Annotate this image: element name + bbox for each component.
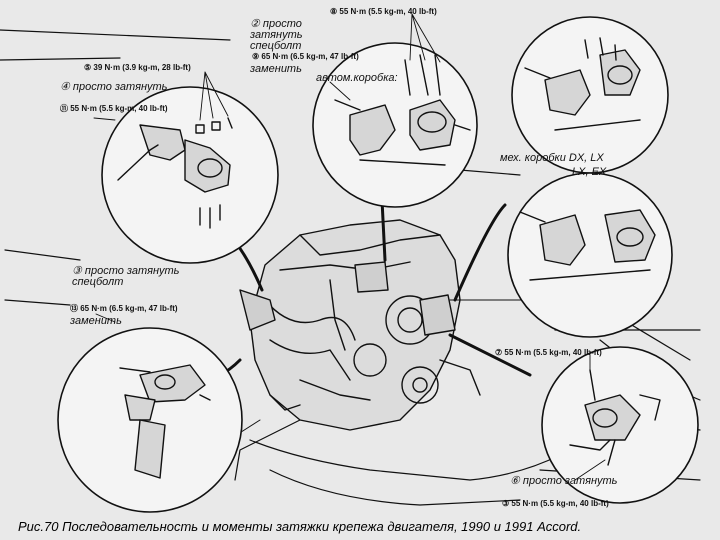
detail-circle-right bbox=[507, 172, 673, 338]
callout-bottom-right-torque-bottom: ③ 55 N·m (5.5 kg-m, 40 lb-ft) bbox=[502, 499, 609, 508]
engine-block bbox=[239, 219, 481, 431]
detail-circle-bottom-right bbox=[541, 346, 699, 504]
detail-circle-top-left bbox=[101, 86, 279, 264]
callout-bottom-left-replace: заменить bbox=[70, 315, 122, 327]
callout-bottom-left-torque: ⑬ 65 N·m (6.5 kg-m, 47 lb-ft) bbox=[70, 304, 178, 313]
callout-right-manual: мех. коробки DX, LX bbox=[500, 152, 604, 164]
callout-left-torque-55: ⑪ 55 N·m (5.5 kg-m, 40 lb-ft) bbox=[60, 104, 168, 113]
detail-circle-top-right bbox=[511, 16, 669, 174]
detail-circle-bottom-left bbox=[57, 327, 243, 513]
callout-top-replace: заменить bbox=[250, 63, 302, 75]
callout-left-torque-39: ⑤ 39 N·m (3.9 kg-m, 28 lb-ft) bbox=[84, 63, 191, 72]
callout-top-auto-transmission: автом.коробка: bbox=[316, 72, 398, 84]
detail-circle-top-center bbox=[312, 42, 478, 208]
figure-caption: Рис.70 Последовательность и моменты затя… bbox=[18, 519, 582, 534]
leader-lines bbox=[93, 13, 606, 481]
callout-bottom-right-torque-top: ⑦ 55 N·m (5.5 kg-m, 40 lb-ft) bbox=[495, 348, 602, 357]
callout-bottom-right-tighten: ⑥ просто затянуть bbox=[510, 475, 618, 487]
callout-mid-special-bolt: ③ просто затянуть спецболт bbox=[72, 265, 180, 288]
callout-left-tighten: ④ просто затянуть bbox=[60, 81, 168, 93]
callout-top-special-bolt: ② просто затянуть спецболт bbox=[250, 18, 303, 52]
callout-right-manual-2: LX, EX bbox=[572, 166, 607, 178]
callout-top-replace-torque: ⑨ 65 N·m (6.5 kg-m, 47 lb-ft) bbox=[252, 52, 359, 61]
callout-top-torque: ⑧ 55 N·m (5.5 kg-m, 40 lb-ft) bbox=[330, 7, 437, 16]
